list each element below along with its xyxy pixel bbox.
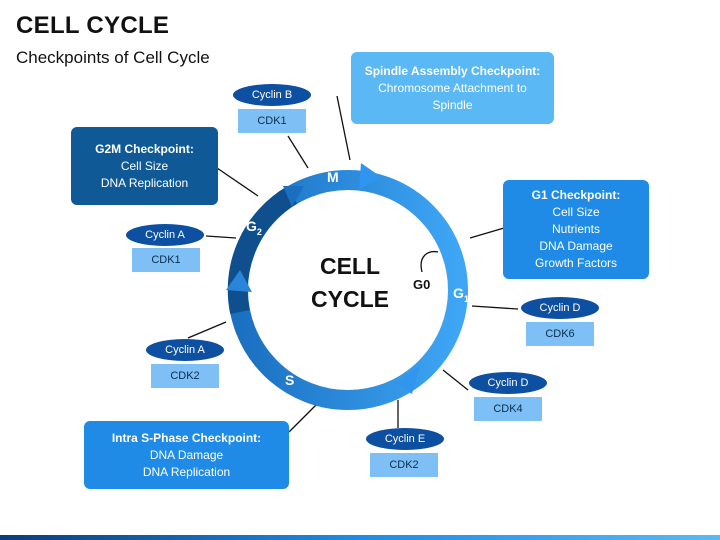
g1-checkpoint-box: G1 Checkpoint: Cell Size Nutrients DNA D…: [503, 180, 649, 279]
g1-checkpoint-line: DNA Damage: [539, 239, 613, 253]
phase-label-m: M: [327, 169, 339, 185]
cdk2-box: CDK2: [370, 453, 438, 477]
spindle-checkpoint-title: Spindle Assembly Checkpoint:: [364, 63, 541, 78]
g2m-checkpoint-title: G2M Checkpoint:: [95, 141, 194, 156]
connector-spindle: [336, 95, 351, 161]
center-line-2: CYCLE: [311, 286, 389, 312]
g1-checkpoint-title: G1 Checkpoint:: [531, 188, 621, 202]
g2m-checkpoint-line: Cell Size: [120, 158, 169, 173]
g2m-checkpoint-line: DNA Replication: [100, 175, 189, 190]
phase-label-g2: G2: [246, 218, 262, 237]
phase-label-g1: G1: [453, 285, 469, 304]
g1-checkpoint-line: Nutrients: [551, 222, 601, 236]
cdk1-box: CDK1: [238, 109, 306, 133]
connector-cyclin-d4: [442, 369, 469, 391]
connector-intra-s: [288, 402, 319, 433]
intra-s-checkpoint-box: Intra S-Phase Checkpoint: DNA Damage DNA…: [84, 421, 289, 489]
intra-s-checkpoint-line: DNA Replication: [142, 464, 231, 479]
connector-cyclin-a-s: [187, 321, 227, 339]
arrowhead-s: [226, 270, 252, 292]
center-line-1: CELL: [319, 253, 381, 279]
arrowhead-g1: [396, 366, 420, 394]
g2-arc: [227, 186, 298, 315]
connector-g2m: [216, 167, 259, 197]
arrowhead-m: [359, 163, 381, 190]
intra-s-checkpoint-title: Intra S-Phase Checkpoint:: [111, 430, 262, 445]
cyclin-a-oval: Cyclin A: [126, 224, 204, 246]
spindle-checkpoint-line: Chromosome Attachment to: [378, 80, 527, 95]
connector-lines: [187, 95, 519, 433]
g1-checkpoint-line: Cell Size: [552, 205, 600, 219]
cyclin-b-oval: Cyclin B: [233, 84, 311, 106]
spindle-checkpoint-box: Spindle Assembly Checkpoint: Chromosome …: [351, 52, 554, 124]
cdk2-box: CDK2: [151, 364, 219, 388]
bottom-accent-bar: [0, 535, 720, 540]
cyclin-d-oval: Cyclin D: [521, 297, 599, 319]
connector-cyclin-d6: [471, 305, 519, 310]
page-subtitle: Checkpoints of Cell Cycle: [16, 48, 210, 67]
cdk6-box: CDK6: [526, 322, 594, 346]
cyclin-d-oval: Cyclin D: [469, 372, 547, 394]
cyclin-a-oval: Cyclin A: [146, 339, 224, 361]
phase-label-s: S: [285, 372, 295, 388]
intra-s-checkpoint-line: DNA Damage: [149, 447, 224, 462]
cdk4-box: CDK4: [474, 397, 542, 421]
g1-checkpoint-line: Growth Factors: [534, 256, 618, 270]
g0-curve: [420, 250, 439, 273]
g0-label: G0: [413, 277, 431, 292]
connector-cyclin-b: [287, 135, 309, 169]
connector-g1: [469, 227, 505, 239]
cdk1-box: CDK1: [132, 248, 200, 272]
center-label: CELL CYCLE: [300, 250, 400, 316]
arrowhead-g2: [283, 186, 304, 207]
cyclin-e-oval: Cyclin E: [366, 428, 444, 450]
g2m-checkpoint-box: G2M Checkpoint: Cell Size DNA Replicatio…: [71, 127, 218, 205]
connector-cyclin-a-g2: [205, 235, 237, 239]
page-title: CELL CYCLE: [16, 12, 170, 39]
spindle-checkpoint-line: Spindle: [432, 97, 473, 112]
